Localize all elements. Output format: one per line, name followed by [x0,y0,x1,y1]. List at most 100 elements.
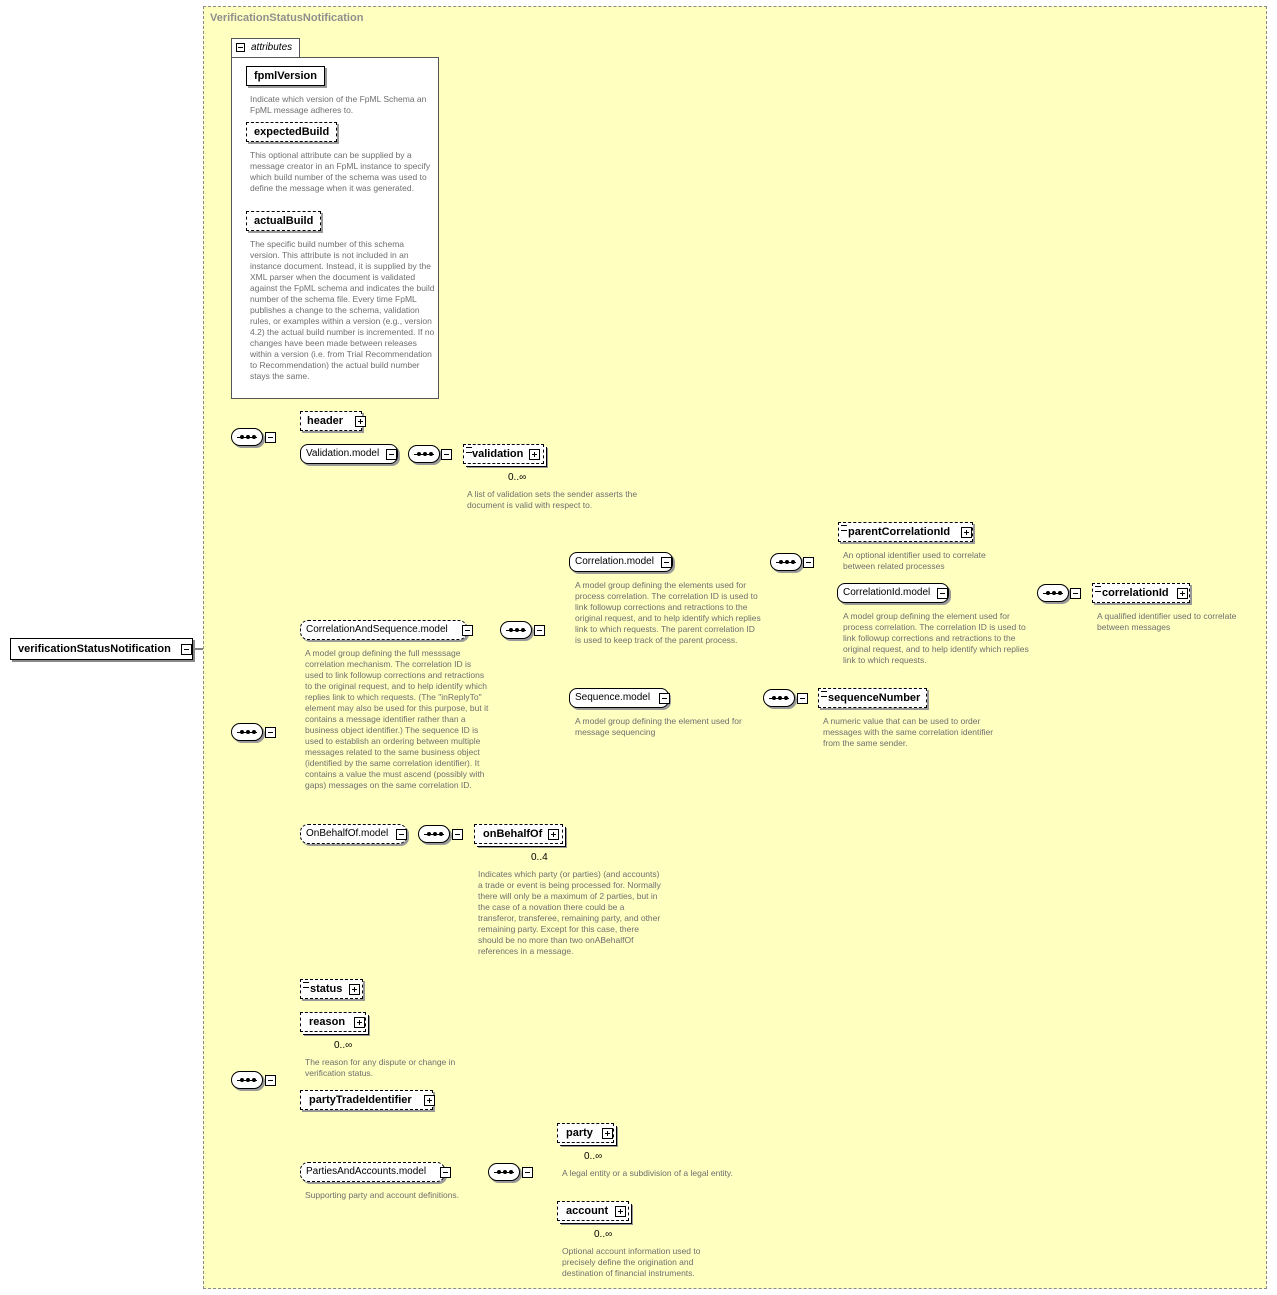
sequence-compositor-icon[interactable] [488,1163,520,1181]
attribute-actualbuild[interactable]: actualBuild [246,211,322,231]
sequence-compositor-icon[interactable] [408,445,440,463]
attributes-tab-label: attributes [251,42,293,53]
collapse-toggle-icon[interactable] [440,1167,451,1178]
element-status[interactable]: status [300,979,364,999]
group-description: A model group defining the full messsage… [305,648,489,790]
group-description: A model group defining the elements used… [575,580,761,645]
group-correlation-model[interactable]: Correlation.model [569,552,673,572]
attribute-fpmlversion[interactable]: fpmlVersion [246,66,325,86]
group-description: Supporting party and account definitions… [305,1190,460,1200]
expand-toggle-icon[interactable] [548,829,559,840]
sequence-compositor-icon[interactable] [1037,584,1069,602]
attribute-expectedbuild[interactable]: expectedBuild [246,122,338,142]
collapse-toggle-icon[interactable] [462,625,473,636]
element-label: party [566,1127,593,1139]
group-correlationid-model[interactable]: CorrelationId.model [837,583,950,603]
element-description: A qualified identifier used to correlate… [1097,611,1237,632]
collapse-toggle-icon[interactable] [452,829,463,840]
element-reason[interactable]: reason [300,1012,367,1032]
expand-toggle-icon[interactable] [961,527,972,538]
element-partytradeidentifier[interactable]: partyTradeIdentifier [300,1090,433,1110]
element-onbehalfof[interactable]: onBehalfOf [474,824,564,844]
cardinality-label: 0..∞ [508,472,527,483]
element-sequencenumber[interactable]: sequenceNumber [818,688,928,708]
collapse-toggle-icon[interactable] [265,1075,276,1086]
sequence-compositor-icon[interactable] [770,553,802,571]
collapse-toggle-icon[interactable] [803,557,814,568]
group-partiesandaccounts-model[interactable]: PartiesAndAccounts.model [300,1162,446,1182]
collapse-toggle-icon[interactable] [661,557,672,568]
attribute-name: fpmlVersion [254,70,317,82]
element-correlationid[interactable]: correlationId [1092,583,1190,603]
group-onbehalfof-model[interactable]: OnBehalfOf.model [300,824,408,844]
attribute-name: actualBuild [254,215,314,227]
sequence-compositor-icon[interactable] [763,689,795,707]
element-label: sequenceNumber [828,692,921,704]
element-validation[interactable]: validation [463,444,545,464]
element-label: account [566,1205,609,1217]
expand-toggle-icon[interactable] [349,984,360,995]
element-label: reason [309,1016,346,1028]
element-parentcorrelationid[interactable]: parentCorrelationId [838,522,974,542]
element-header[interactable]: header [300,411,363,431]
group-label: OnBehalfOf.model [306,828,389,839]
element-label: parentCorrelationId [848,526,951,538]
element-label: correlationId [1102,587,1169,599]
collapse-toggle-icon[interactable] [441,449,452,460]
element-label: partyTradeIdentifier [309,1094,412,1106]
collapse-toggle-icon[interactable] [386,449,397,460]
group-label: CorrelationId.model [843,587,931,598]
collapse-toggle-icon[interactable] [265,432,276,443]
root-element-label: verificationStatusNotification [18,643,171,655]
group-label: Correlation.model [575,556,654,567]
cardinality-label: 0..∞ [334,1040,353,1051]
element-label: validation [472,448,524,460]
root-element[interactable]: verificationStatusNotification [10,638,193,660]
complex-type-title: VerificationStatusNotification [210,12,364,24]
collapse-toggle-icon[interactable] [181,644,192,655]
expand-toggle-icon[interactable] [615,1206,626,1217]
sequence-compositor-icon[interactable] [231,428,263,446]
attribute-description: This optional attribute can be supplied … [250,150,431,193]
expand-toggle-icon[interactable] [354,1017,365,1028]
element-label: status [310,983,343,995]
collapse-toggle-icon[interactable] [396,829,407,840]
element-description: Optional account information used to pre… [562,1246,701,1278]
element-label: header [307,415,344,427]
group-label: Validation.model [306,448,380,459]
cardinality-label: 0..4 [531,852,548,863]
cardinality-label: 0..∞ [594,1229,613,1240]
attribute-description: The specific build number of this schema… [250,239,435,381]
group-description: A model group defining the element used … [575,716,742,737]
expand-toggle-icon[interactable] [355,416,366,427]
collapse-toggle-icon[interactable] [522,1167,533,1178]
group-correlationandsequence-model[interactable]: CorrelationAndSequence.model [300,620,467,640]
collapse-toggle-icon[interactable] [659,693,670,704]
element-description: Indicates which party (or parties) (and … [478,869,661,956]
group-sequence-model[interactable]: Sequence.model [569,688,670,708]
collapse-toggle-icon[interactable] [265,727,276,738]
expand-toggle-icon[interactable] [529,449,540,460]
expand-toggle-icon[interactable] [602,1128,613,1139]
element-description: An optional identifier used to correlate… [843,550,986,571]
collapse-toggle-icon[interactable] [534,625,545,636]
sequence-compositor-icon[interactable] [500,621,532,639]
element-description: A list of validation sets the sender ass… [467,489,638,510]
element-description: The reason for any dispute or change in … [305,1057,456,1078]
collapse-toggle-icon[interactable] [236,43,245,52]
cardinality-label: 0..∞ [584,1151,603,1162]
collapse-toggle-icon[interactable] [937,588,948,599]
expand-toggle-icon[interactable] [424,1095,435,1106]
element-party[interactable]: party [557,1123,614,1143]
sequence-compositor-icon[interactable] [231,1071,263,1089]
group-validation-model[interactable]: Validation.model [300,444,399,464]
attributes-tab[interactable]: attributes [231,38,300,58]
collapse-toggle-icon[interactable] [1070,588,1081,599]
group-description: A model group defining the element used … [843,611,1029,665]
element-account[interactable]: account [557,1201,630,1221]
sequence-compositor-icon[interactable] [231,723,263,741]
attribute-name: expectedBuild [254,126,330,138]
expand-toggle-icon[interactable] [1177,588,1188,599]
sequence-compositor-icon[interactable] [418,825,450,843]
collapse-toggle-icon[interactable] [797,693,808,704]
